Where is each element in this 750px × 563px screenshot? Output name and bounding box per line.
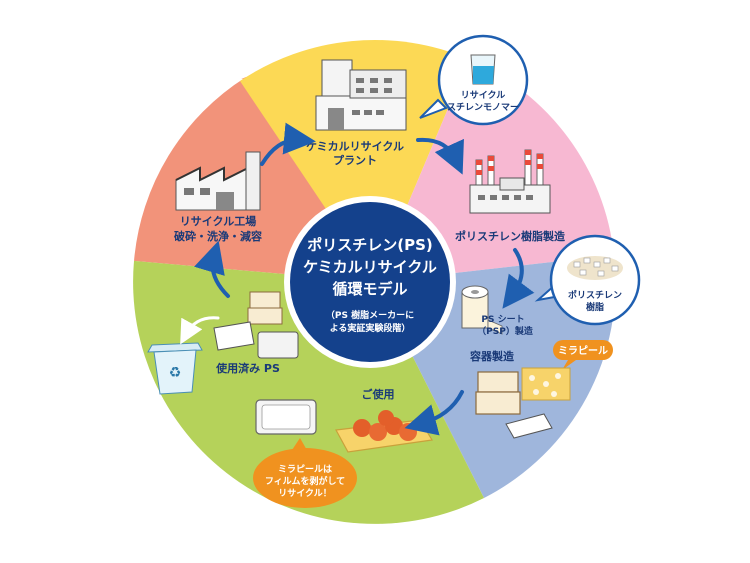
note-line-3: リサイクル！ (278, 488, 332, 499)
usage-label: ご使用 (362, 387, 395, 401)
chem-plant-label-1: ケミカルリサイクル (306, 140, 404, 153)
monomer-callout: リサイクル スチレンモノマー (419, 34, 529, 126)
note-line-1: ミラピールは (278, 463, 332, 475)
beaker-icon (470, 54, 496, 85)
recycle-factory-label-2: 破砕・洗浄・減容 (174, 229, 262, 243)
resin-label-2: 樹脂 (586, 301, 604, 313)
ps-production-plant-icon (469, 149, 551, 214)
center-badge: ポリスチレン(PS) ケミカルリサイクル 循環モデル （PS 樹脂メーカーに よ… (284, 196, 456, 368)
mirapeel-note-bubble: ミラピールは フィルムを剥がして リサイクル！ (253, 438, 357, 508)
monomer-label-1: リサイクル (461, 90, 506, 101)
center-title-1: ポリスチレン(PS) (307, 236, 433, 254)
center-note-2: よる実証実験段階） (330, 322, 411, 334)
chem-plant-label-2: プラント (333, 153, 377, 167)
mirapeel-tag: ミラピール (553, 340, 613, 370)
arrow-ps-to-sheet (502, 248, 535, 309)
flow-arrows (194, 122, 535, 436)
used-ps-items-icon (213, 291, 299, 359)
resin-label-1: ポリスチレン (568, 289, 622, 301)
wedge-chemical-plant (240, 39, 469, 283)
monomer-label-2: スチレンモノマー (447, 102, 519, 113)
resin-pellets-icon (567, 256, 623, 280)
arrow-used-to-bin (180, 316, 220, 345)
recycle-factory-label-1: リサイクル工場 (180, 214, 256, 228)
ps-sheet-label-1: PS シート (481, 314, 524, 325)
used-ps-label: 使用済み PS (215, 361, 280, 375)
chemical-plant-icon (315, 59, 407, 131)
note-line-2: フィルムを剥がして (265, 475, 345, 487)
ps-sheet-label-2: （PSP）製造 (477, 325, 534, 337)
ps-production-label: ポリスチレン樹脂製造 (455, 229, 566, 243)
center-note-1: （PS 樹脂メーカーに (326, 309, 414, 321)
arrow-used-to-factory (194, 240, 230, 298)
recycle-bin-icon: ♻ (147, 342, 203, 395)
ps-sheet-roll-icon (461, 285, 503, 335)
arrow-factory-to-plant (260, 122, 316, 166)
arrow-plant-to-ps (416, 137, 464, 175)
container-production-label: 容器製造 (469, 349, 515, 363)
empty-tray-icon (255, 399, 317, 435)
resin-callout: ポリスチレン 樹脂 (534, 234, 641, 326)
food-containers-icon (475, 367, 571, 439)
arrow-container-to-usage (404, 390, 464, 436)
center-title-3: 循環モデル (332, 280, 407, 298)
center-title-2: ケミカルリサイクル (303, 258, 437, 276)
recycle-factory-icon (175, 151, 261, 211)
mirapeel-label: ミラピール (558, 345, 608, 357)
recycle-symbol-icon: ♻ (169, 365, 182, 381)
